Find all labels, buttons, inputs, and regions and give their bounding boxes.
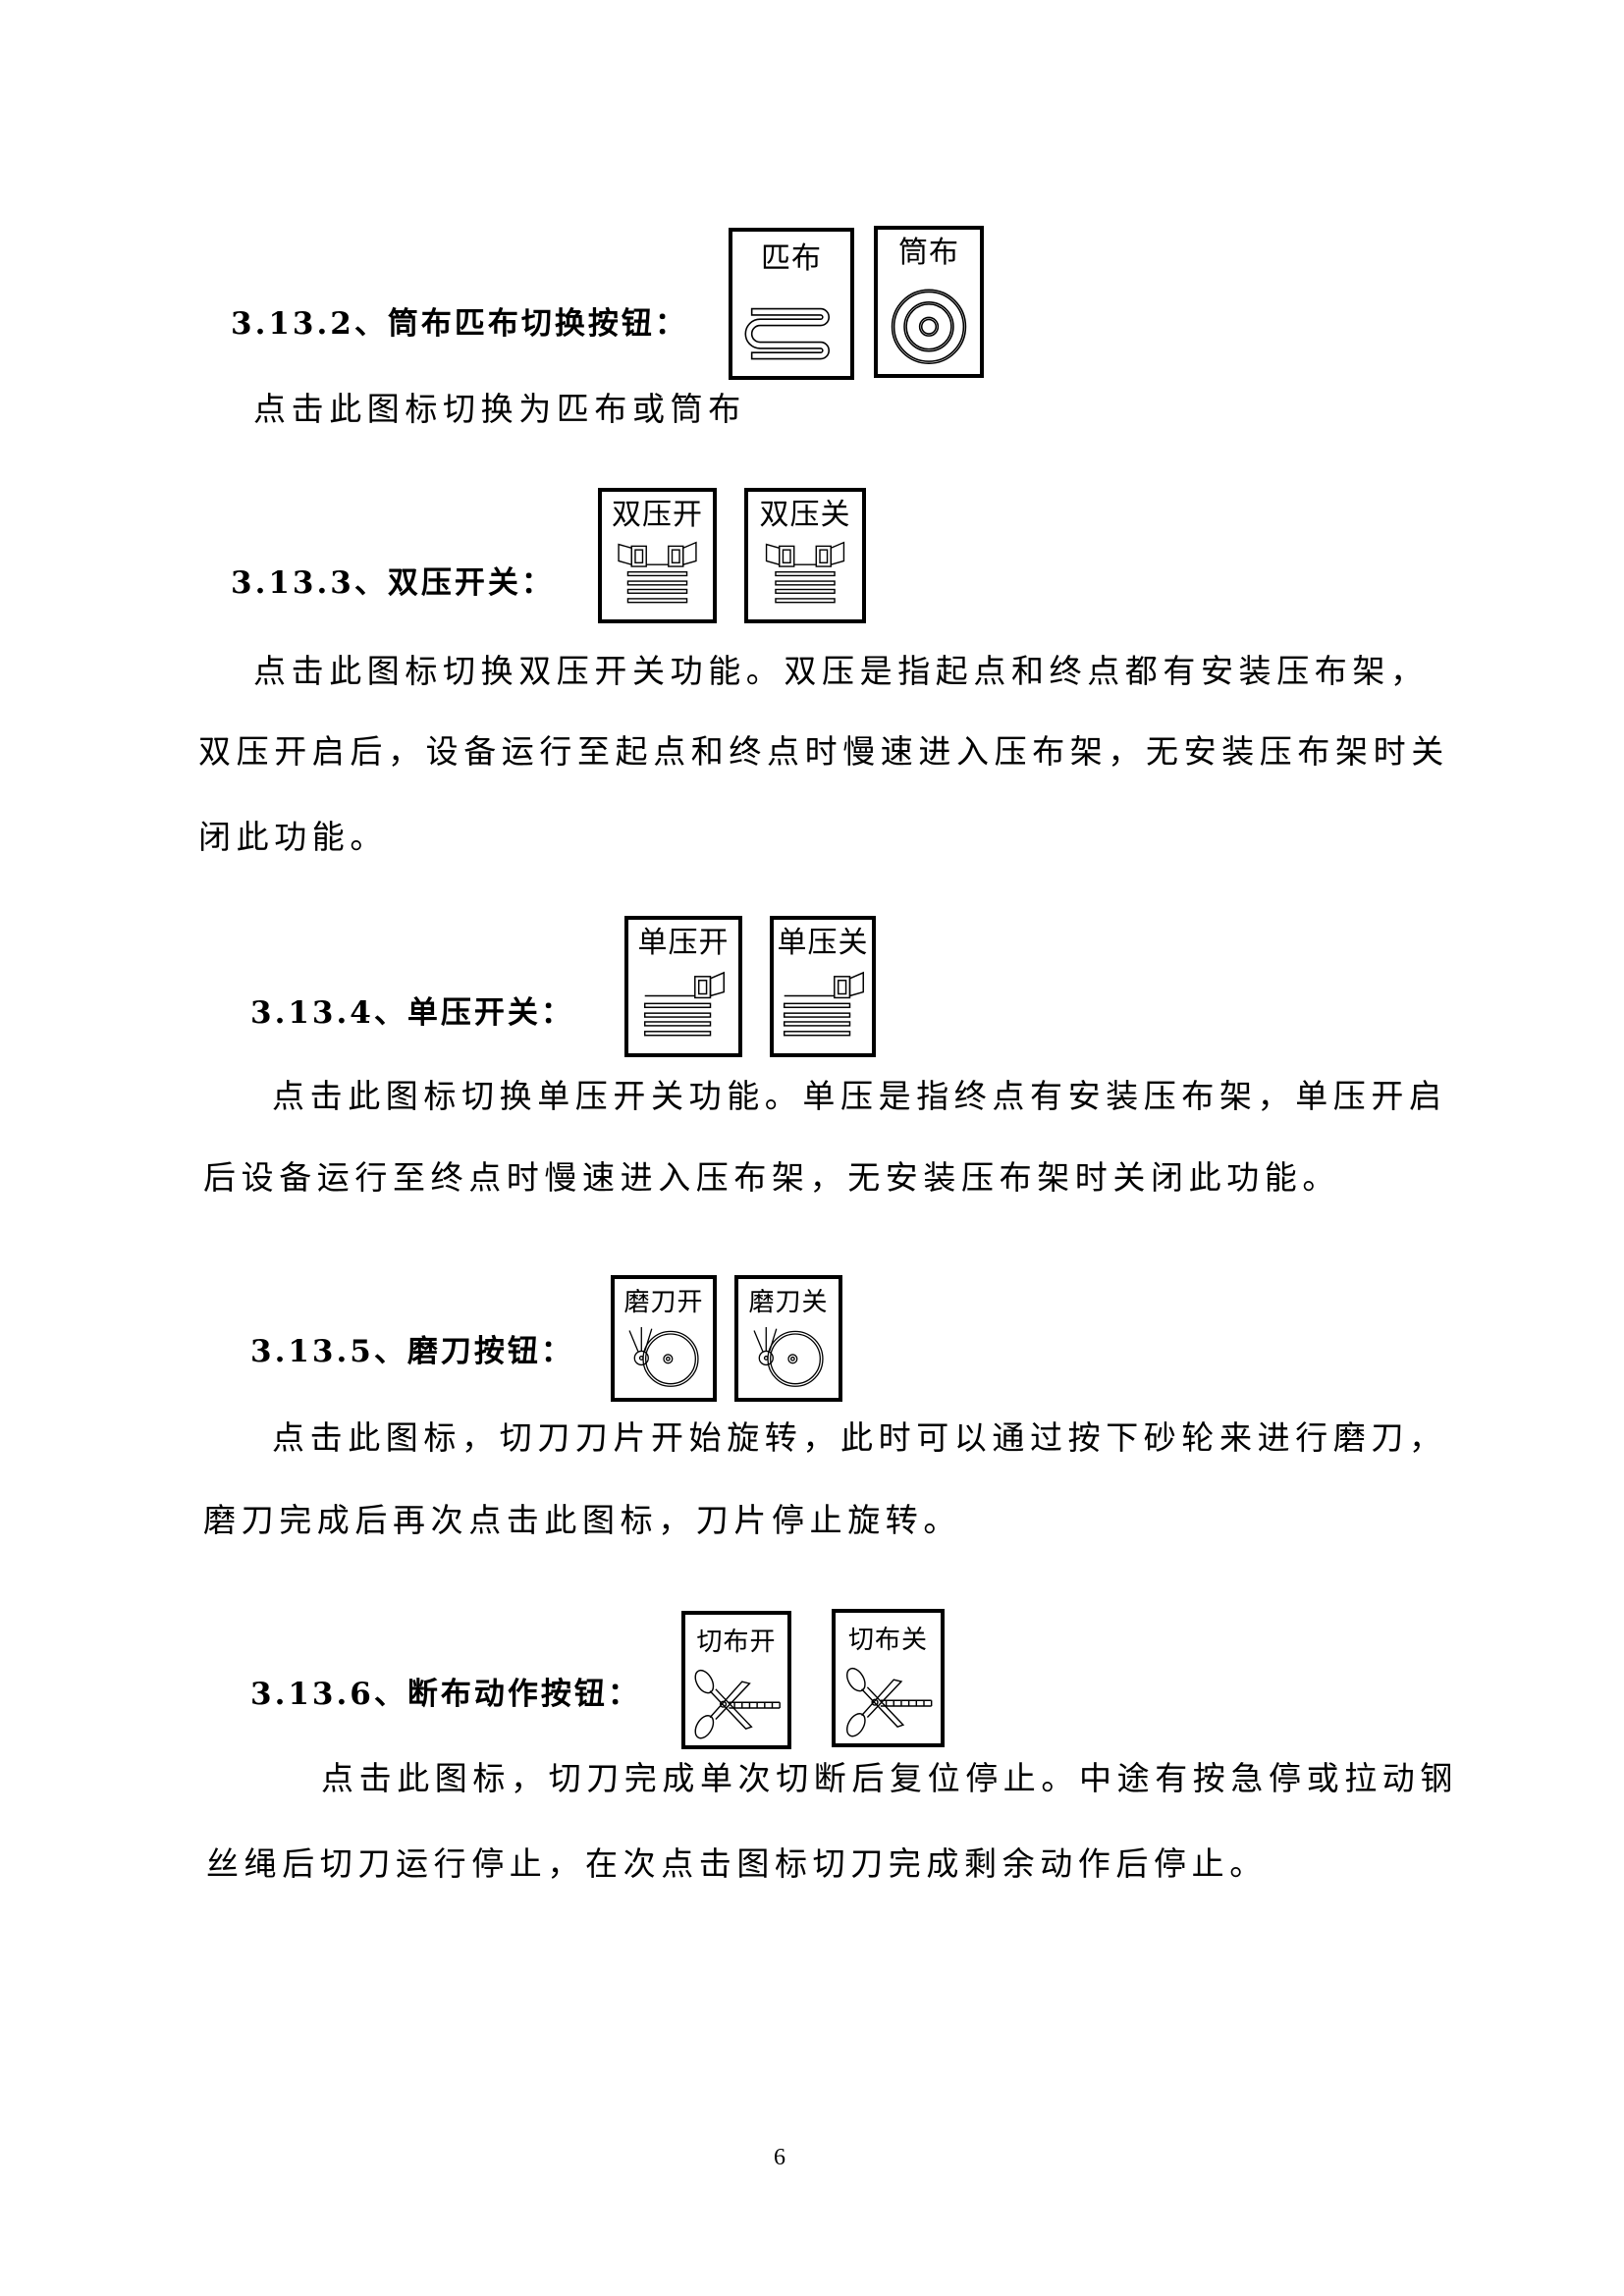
cloth-roll-icon (891, 290, 967, 365)
tube-cloth-button[interactable]: 筒布 (874, 226, 984, 378)
button-label: 切布开 (696, 1628, 777, 1657)
button-label: 双压开 (612, 498, 703, 532)
single-press-icon (628, 967, 738, 1053)
page-number: 6 (774, 2145, 785, 2170)
button-label: 筒布 (898, 236, 959, 270)
button-label: 磨刀开 (623, 1288, 704, 1317)
paragraph-line: 磨刀完成后再次点击此图标，刀片停止旋转。 (203, 1501, 961, 1539)
single-press-icon (774, 967, 872, 1053)
knife-grinding-off-button[interactable]: 磨刀关 (734, 1275, 842, 1402)
button-label: 切布关 (847, 1626, 928, 1655)
section-heading: 3.13.3、双压开关： (231, 565, 555, 601)
scissors-icon (836, 1659, 941, 1743)
button-label: 匹布 (761, 241, 822, 276)
knife-grinding-on-button[interactable]: 磨刀开 (611, 1275, 717, 1402)
cut-cloth-on-button[interactable]: 切布开 (681, 1611, 791, 1749)
cut-cloth-off-button[interactable]: 切布关 (832, 1609, 945, 1747)
button-label: 双压关 (759, 498, 851, 532)
section-heading: 3.13.2、筒布匹布切换按钮： (231, 306, 688, 342)
section-heading: 3.13.5、磨刀按钮： (250, 1334, 574, 1369)
paragraph-line: 闭此功能。 (198, 818, 388, 856)
button-label: 单压开 (637, 926, 730, 960)
double-press-on-button[interactable]: 双压开 (598, 488, 717, 623)
paragraph-line: 点击此图标切换双压开关功能。双压是指起点和终点都有安装压布架， (253, 652, 1429, 690)
grinding-wheel-icon (738, 1320, 839, 1398)
paragraph-line: 双压开启后，设备运行至起点和终点时慢速进入压布架，无安装压布架时关 (198, 732, 1449, 771)
double-press-off-button[interactable]: 双压关 (744, 488, 866, 623)
grinding-wheel-icon (615, 1320, 713, 1398)
paragraph-line: 点击此图标切换单压开关功能。单压是指终点有安装压布架，单压开启 (272, 1077, 1447, 1115)
paragraph-line: 点击此图标切换为匹布或筒布 (253, 390, 746, 428)
double-press-icon (602, 537, 713, 620)
piece-cloth-button[interactable]: 匹布 (729, 228, 854, 380)
paragraph-line: 丝绳后切刀运行停止，在次点击图标切刀完成剩余动作后停止。 (206, 1844, 1268, 1883)
button-label: 磨刀关 (748, 1288, 829, 1317)
double-press-icon (748, 537, 862, 620)
section-heading: 3.13.4、单压开关： (250, 995, 574, 1031)
paragraph-line: 点击此图标，切刀刀片开始旋转，此时可以通过按下砂轮来进行磨刀， (272, 1418, 1447, 1457)
single-press-on-button[interactable]: 单压开 (624, 916, 742, 1057)
scissors-icon (685, 1661, 787, 1745)
section-heading: 3.13.6、断布动作按钮： (250, 1677, 641, 1712)
paragraph-line: 点击此图标，切刀完成单次切断后复位停止。中途有按急停或拉动钢 (321, 1759, 1458, 1797)
single-press-off-button[interactable]: 单压关 (770, 916, 876, 1057)
folded-cloth-icon (744, 308, 830, 360)
button-label: 单压关 (777, 926, 869, 960)
paragraph-line: 后设备运行至终点时慢速进入压布架，无安装压布架时关闭此功能。 (203, 1158, 1340, 1197)
